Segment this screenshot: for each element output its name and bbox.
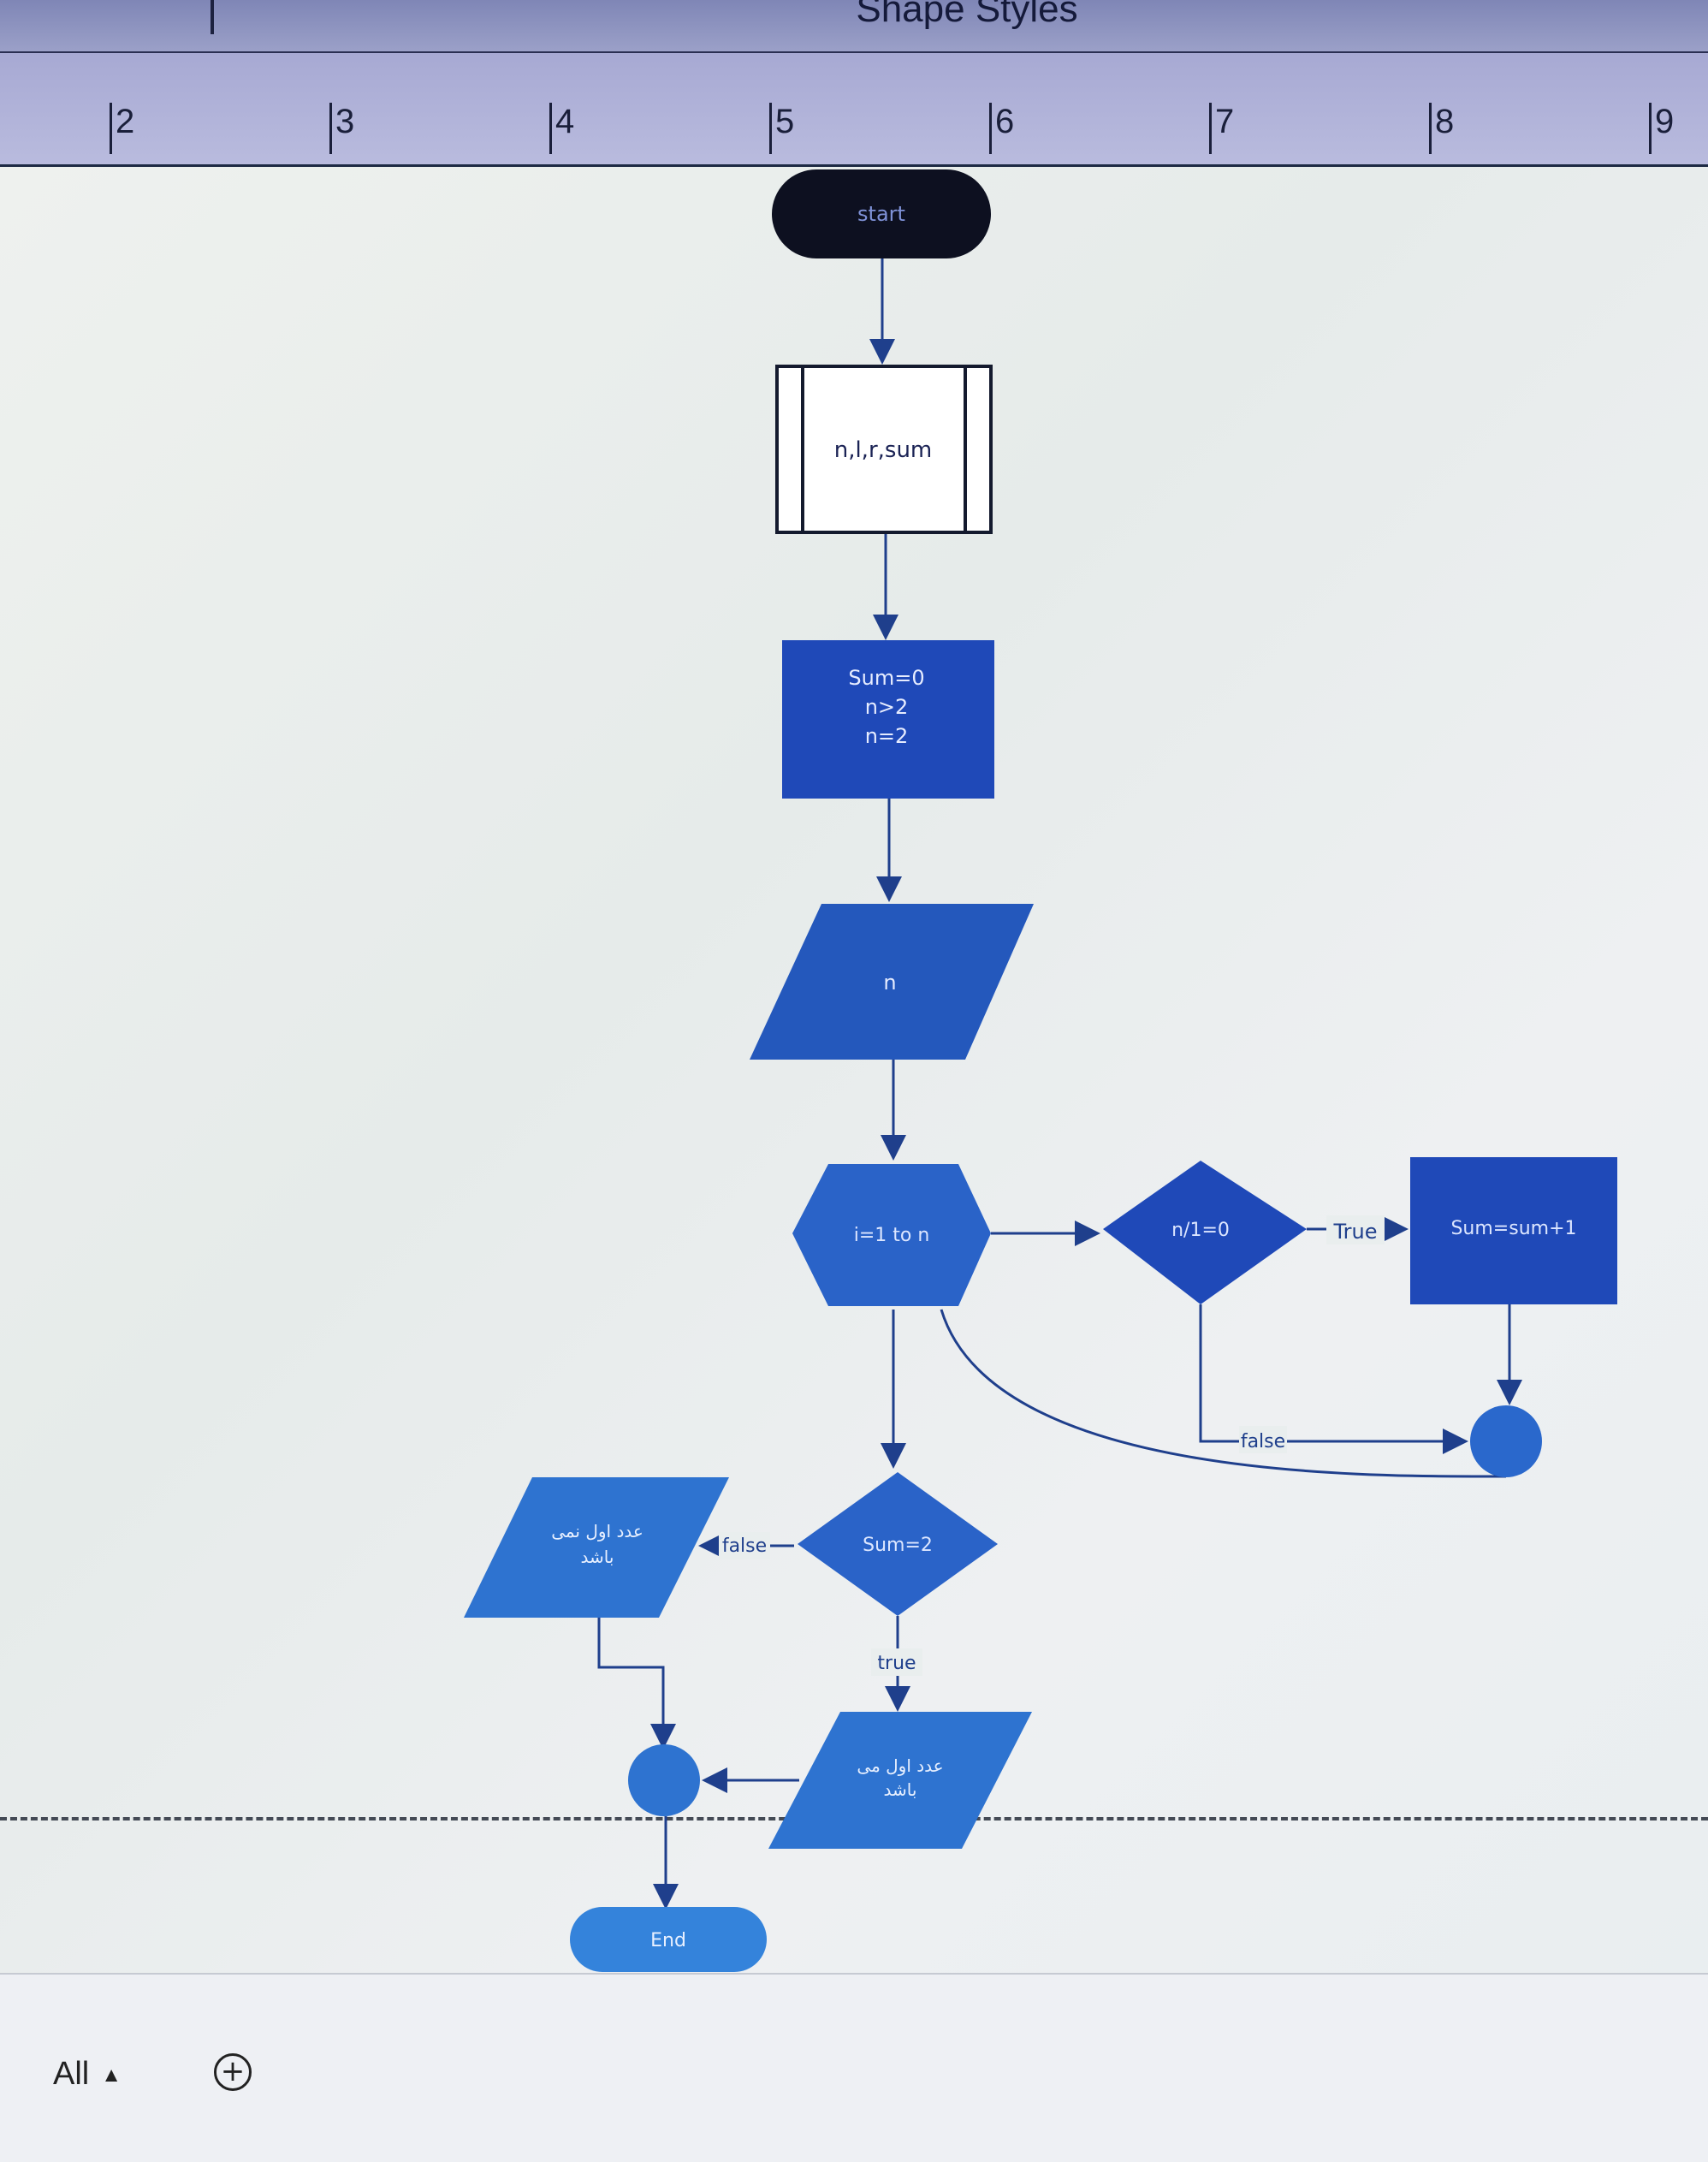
flowchart: True false false true start n,l,r,sum Su… (464, 169, 1617, 1972)
end-label: End (650, 1930, 686, 1951)
mod-condition-diamond[interactable]: n/1=0 (1103, 1161, 1307, 1304)
loop-hexagon[interactable]: i=1 to n (792, 1164, 991, 1306)
loop-junction-connector[interactable] (1470, 1405, 1542, 1477)
init-line-3: n=2 (865, 724, 909, 748)
ruler-mark-3: 3 (329, 103, 354, 154)
false-label-bg (1239, 1426, 1287, 1453)
edge-label-true-upper: True (1333, 1220, 1378, 1244)
result-junction-connector[interactable] (628, 1744, 700, 1816)
loop-label: i=1 to n (854, 1225, 930, 1246)
edge-notprime-to-junction (597, 1618, 676, 1749)
sum-increment-box[interactable]: Sum=sum+1 (1410, 1157, 1617, 1304)
prime-output[interactable]: عدد اول می باشد (768, 1712, 1032, 1849)
connector-lines (597, 258, 1522, 1910)
sum-check-label: Sum=2 (863, 1535, 933, 1556)
horizontal-ruler[interactable]: 2 3 4 5 6 7 8 9 (0, 53, 1708, 212)
start-label: start (857, 202, 905, 226)
ribbon-divider (211, 0, 214, 34)
prime-line-1: عدد اول می (857, 1755, 943, 1776)
sum-increment-label: Sum=sum+1 (1450, 1218, 1576, 1239)
true-label-bg (1326, 1215, 1385, 1244)
shape-styles-caption[interactable]: Shape Styles (856, 0, 1078, 30)
input-n-parallelogram[interactable]: n (750, 904, 1034, 1060)
edge-loop-return (940, 1309, 1507, 1478)
not-prime-line-2: باشد (581, 1547, 614, 1567)
not-prime-output[interactable]: عدد اول نمی باشد (464, 1477, 729, 1618)
plus-circle-icon[interactable]: + (214, 2053, 252, 2091)
edge-label-false-upper: false (1241, 1431, 1285, 1452)
ruler-mark-9: 9 (1649, 103, 1674, 154)
init-line-2: n>2 (865, 695, 909, 719)
input-variables-box[interactable]: n,l,r,sum (775, 365, 993, 534)
ruler-mark-6: 6 (989, 103, 1014, 154)
init-line-1: Sum=0 (848, 666, 924, 690)
edge-label-true-lower: true (877, 1653, 916, 1674)
sum-check-diamond[interactable]: Sum=2 (798, 1472, 998, 1616)
mod-condition-label: n/1=0 (1171, 1220, 1230, 1241)
ruler-mark-5: 5 (769, 103, 794, 154)
caret-up-icon: ▲ (101, 2063, 122, 2087)
ruler-mark-4: 4 (549, 103, 574, 154)
not-prime-line-1: عدد اول نمی (551, 1521, 643, 1541)
init-process-box[interactable]: Sum=0 n>2 n=2 (782, 640, 994, 799)
ruler-mark-8: 8 (1429, 103, 1454, 154)
end-terminal[interactable]: End (570, 1907, 767, 1972)
false-label-bg-lower (719, 1532, 770, 1559)
ruler-mark-7: 7 (1209, 103, 1234, 154)
page-tab-all[interactable]: All ▲ (53, 2056, 122, 2093)
true-label-bg-lower (871, 1648, 922, 1676)
start-terminal[interactable]: start (772, 169, 991, 258)
page-tab-all-label: All (53, 2056, 90, 2092)
edge-label-false-lower: false (722, 1535, 767, 1557)
ribbon-bar: Shape Styles (0, 0, 1708, 53)
status-bar: All ▲ + (0, 1973, 1708, 2162)
input-variables-label: n,l,r,sum (834, 437, 933, 463)
prime-line-2: باشد (884, 1779, 917, 1800)
edge-cond-false (1199, 1304, 1468, 1454)
input-n-label: n (883, 971, 896, 995)
ruler-mark-2: 2 (110, 103, 134, 154)
